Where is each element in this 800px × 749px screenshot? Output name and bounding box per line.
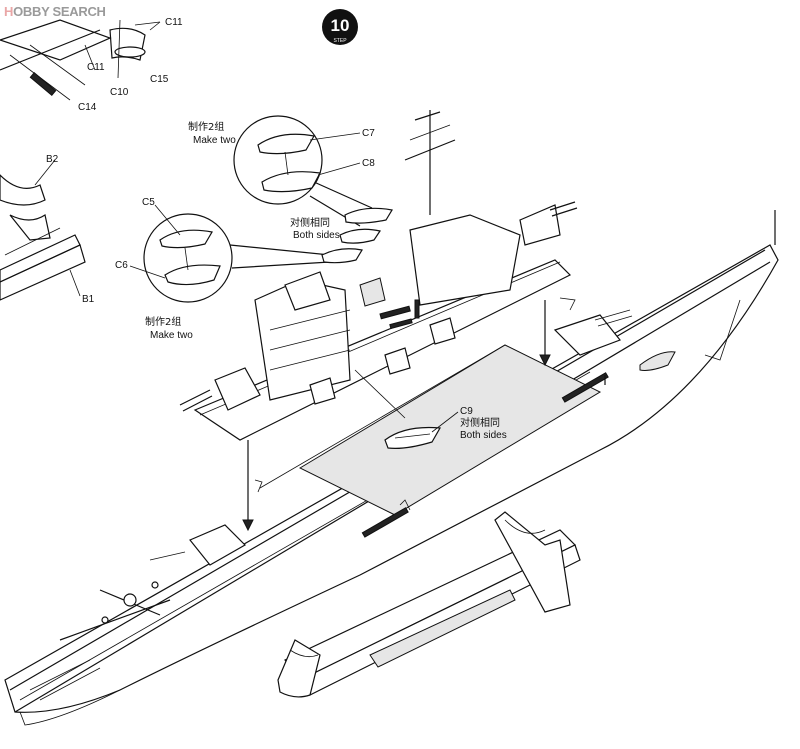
note-make-two-en: Make two <box>150 330 193 341</box>
note-make-two-cn-top: 制作2组 <box>188 120 224 133</box>
note-make-two-en-top: Make two <box>193 135 236 146</box>
stand-left-partial <box>0 174 86 301</box>
previous-step-parts <box>0 19 161 101</box>
loose-boats <box>321 207 393 264</box>
leader-lines <box>34 21 459 433</box>
note-make-two-cn: 制作2组 <box>145 315 181 328</box>
label-c9: C9 <box>460 406 473 417</box>
callout-c7-c8 <box>233 115 373 227</box>
note-both-sides-cn: 对侧相同 <box>460 416 500 429</box>
label-b2: B2 <box>46 154 59 165</box>
label-c11: C11 <box>87 62 105 73</box>
display-stand <box>277 511 581 698</box>
label-c14: C14 <box>78 102 97 113</box>
label-c6: C6 <box>115 260 128 271</box>
label-c7: C7 <box>362 128 375 139</box>
note-both-sides-cn-top: 对侧相同 <box>290 216 330 229</box>
step-label: STEP <box>333 38 347 44</box>
label-c11-top: C11 <box>165 17 183 28</box>
note-both-sides-en: Both sides <box>460 430 507 441</box>
label-b1: B1 <box>82 294 95 305</box>
superstructure <box>179 110 578 441</box>
label-c8: C8 <box>362 158 375 169</box>
assembly-arrows <box>242 297 606 532</box>
step-badge: 10 STEP <box>322 9 358 45</box>
label-c5: C5 <box>142 197 155 208</box>
label-c15: C15 <box>150 74 169 85</box>
note-both-sides-en-top: Both sides <box>293 230 340 241</box>
step-number: 10 <box>331 16 350 35</box>
callout-c5-c6 <box>143 213 331 303</box>
boat-c9 <box>384 426 441 449</box>
label-c10: C10 <box>110 87 129 98</box>
ship-hull <box>4 210 779 726</box>
hobby-search-watermark: HOBBY SEARCH <box>4 4 106 19</box>
